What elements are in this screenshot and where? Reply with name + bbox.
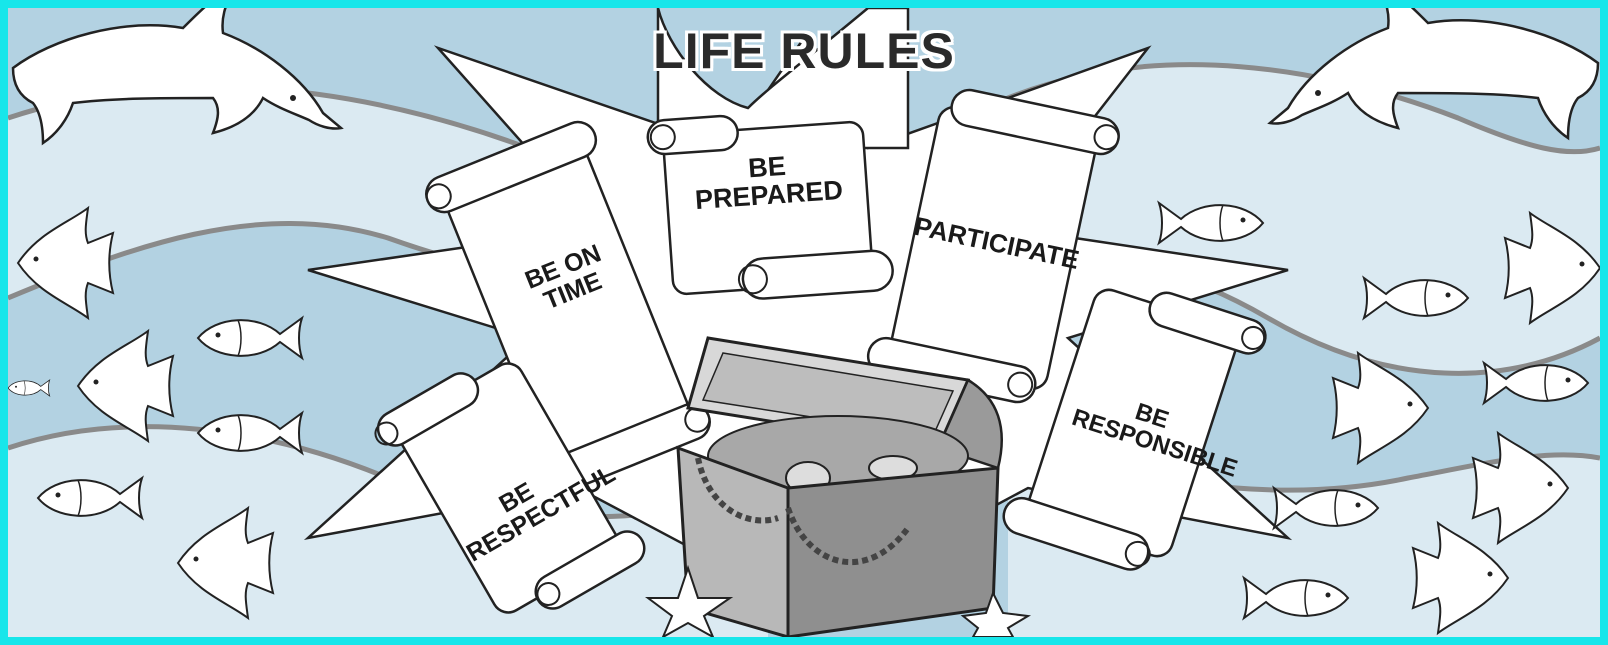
scroll-icon <box>374 362 646 614</box>
starfish-icon <box>960 590 1032 637</box>
scroll-icon <box>1002 288 1267 571</box>
rule-be-prepared: BE PREPARED <box>686 147 850 216</box>
starfish-icon <box>645 564 734 637</box>
ocean-illustration <box>8 8 1600 637</box>
scroll-icon <box>866 88 1120 404</box>
treasure-chest-icon <box>676 336 1003 637</box>
scroll-icon <box>646 114 894 300</box>
page-title: LIFE RULES <box>653 23 955 79</box>
